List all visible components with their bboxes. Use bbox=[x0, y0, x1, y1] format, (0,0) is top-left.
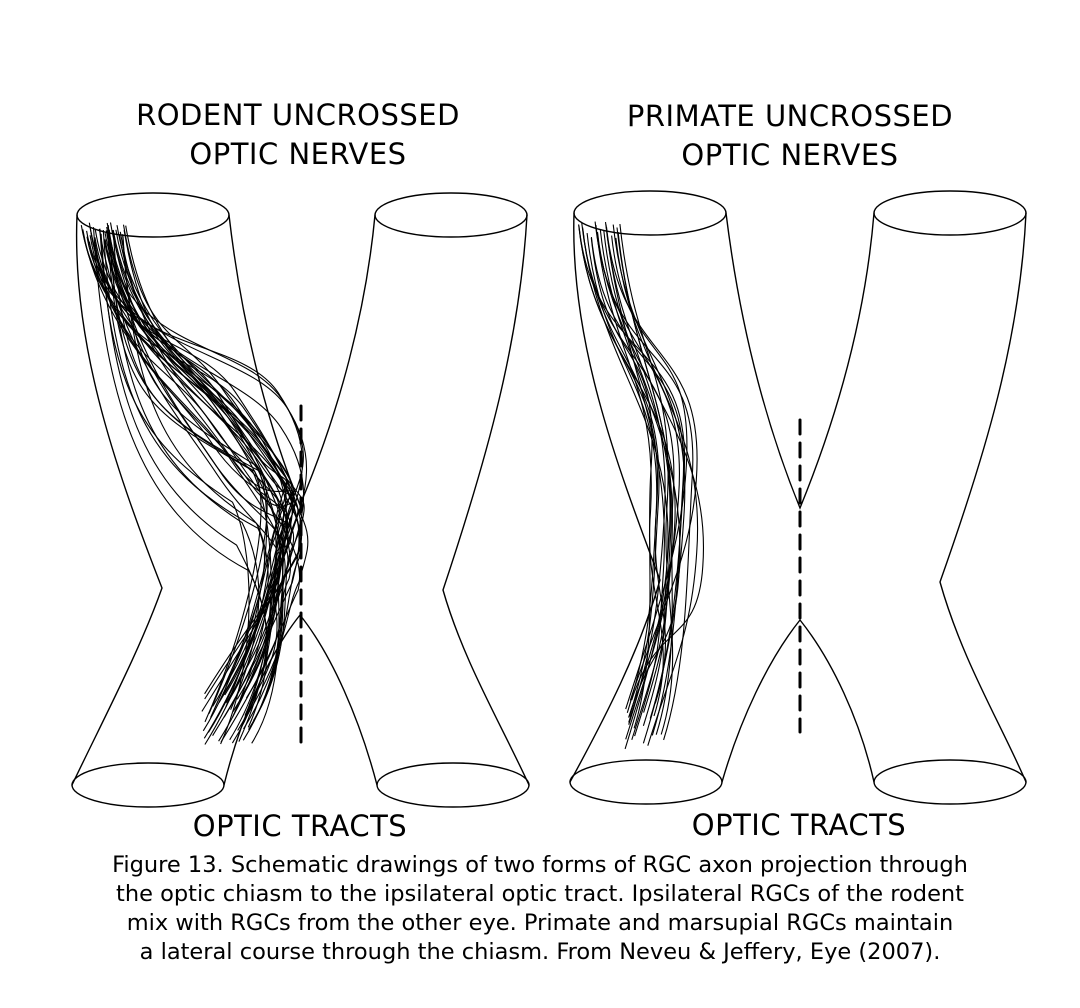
rodent-axon-fiber bbox=[107, 225, 268, 714]
primate-axon-fibers bbox=[578, 221, 705, 750]
primate-axon-fiber bbox=[599, 229, 681, 718]
caption-line-3: mix with RGCs from the other eye. Primat… bbox=[126, 910, 954, 936]
primate-title-line-2: OPTIC NERVES bbox=[681, 138, 899, 172]
primate-axon-fiber bbox=[590, 237, 653, 729]
primate-axon-fiber bbox=[582, 227, 669, 726]
primate-axon-fiber bbox=[595, 225, 664, 717]
rodent-right-tract-opening bbox=[376, 762, 530, 808]
rodent-axon-fiber bbox=[99, 228, 250, 745]
primate-left-tract-opening bbox=[569, 759, 723, 805]
rodent-outer-right-contour bbox=[442, 214, 530, 786]
rodent-axon-fiber bbox=[90, 232, 303, 712]
caption-line-1: Figure 13. Schematic drawings of two for… bbox=[112, 852, 968, 878]
primate-right-tract-opening bbox=[873, 759, 1027, 805]
rodent-title-line-1: RODENT UNCROSSED bbox=[136, 98, 460, 132]
primate-optic-tracts-label: OPTIC TRACTS bbox=[691, 808, 907, 842]
rodent-axon-fiber bbox=[122, 234, 268, 708]
primate-axon-fiber bbox=[604, 222, 666, 725]
primate-lower-inner-contour bbox=[721, 618, 875, 783]
rodent-outer-left-contour bbox=[71, 214, 163, 786]
rodent-axon-fiber bbox=[94, 229, 302, 730]
rodent-axon-fiber bbox=[92, 227, 267, 742]
rodent-axon-fiber bbox=[112, 234, 262, 723]
primate-axon-fiber bbox=[586, 233, 666, 704]
primate-right-nerve-opening bbox=[873, 190, 1027, 236]
rodent-panel-title: RODENT UNCROSSED OPTIC NERVES bbox=[98, 96, 498, 174]
caption-line-4: a lateral course through the chiasm. Fro… bbox=[139, 939, 941, 965]
rodent-right-nerve-opening bbox=[374, 192, 528, 238]
rodent-axon-fiber bbox=[86, 236, 303, 703]
rodent-axon-fiber bbox=[94, 237, 309, 726]
primate-axon-fiber bbox=[611, 235, 688, 710]
figure-caption: Figure 13. Schematic drawings of two for… bbox=[40, 851, 1040, 967]
rodent-chiasm-outline bbox=[71, 192, 530, 808]
rodent-axon-fiber bbox=[123, 230, 281, 744]
rodent-axon-fiber bbox=[100, 233, 269, 728]
rodent-axon-fiber bbox=[119, 231, 301, 743]
rodent-axon-fiber bbox=[122, 236, 269, 718]
rodent-axon-fiber bbox=[108, 229, 260, 710]
rodent-axon-fiber bbox=[104, 241, 305, 741]
primate-axon-fiber bbox=[582, 228, 675, 735]
rodent-axon-fiber bbox=[125, 225, 301, 700]
primate-axon-fiber bbox=[596, 232, 694, 741]
caption-line-2: the optic chiasm to the ipsilateral opti… bbox=[116, 881, 964, 907]
rodent-optic-tracts-label: OPTIC TRACTS bbox=[192, 809, 408, 843]
primate-upper-inner-contour bbox=[725, 212, 875, 510]
primate-axon-fiber bbox=[619, 224, 674, 735]
primate-axon-fiber bbox=[594, 221, 681, 750]
rodent-axon-fiber bbox=[89, 235, 286, 712]
primate-panel-title: PRIMATE UNCROSSED OPTIC NERVES bbox=[590, 97, 990, 175]
rodent-left-tract-opening bbox=[71, 762, 225, 808]
primate-outer-right-contour bbox=[939, 212, 1027, 783]
rodent-title-line-2: OPTIC NERVES bbox=[189, 137, 407, 171]
primate-title-line-1: PRIMATE UNCROSSED bbox=[626, 99, 954, 133]
rodent-axon-fibers bbox=[80, 222, 309, 745]
